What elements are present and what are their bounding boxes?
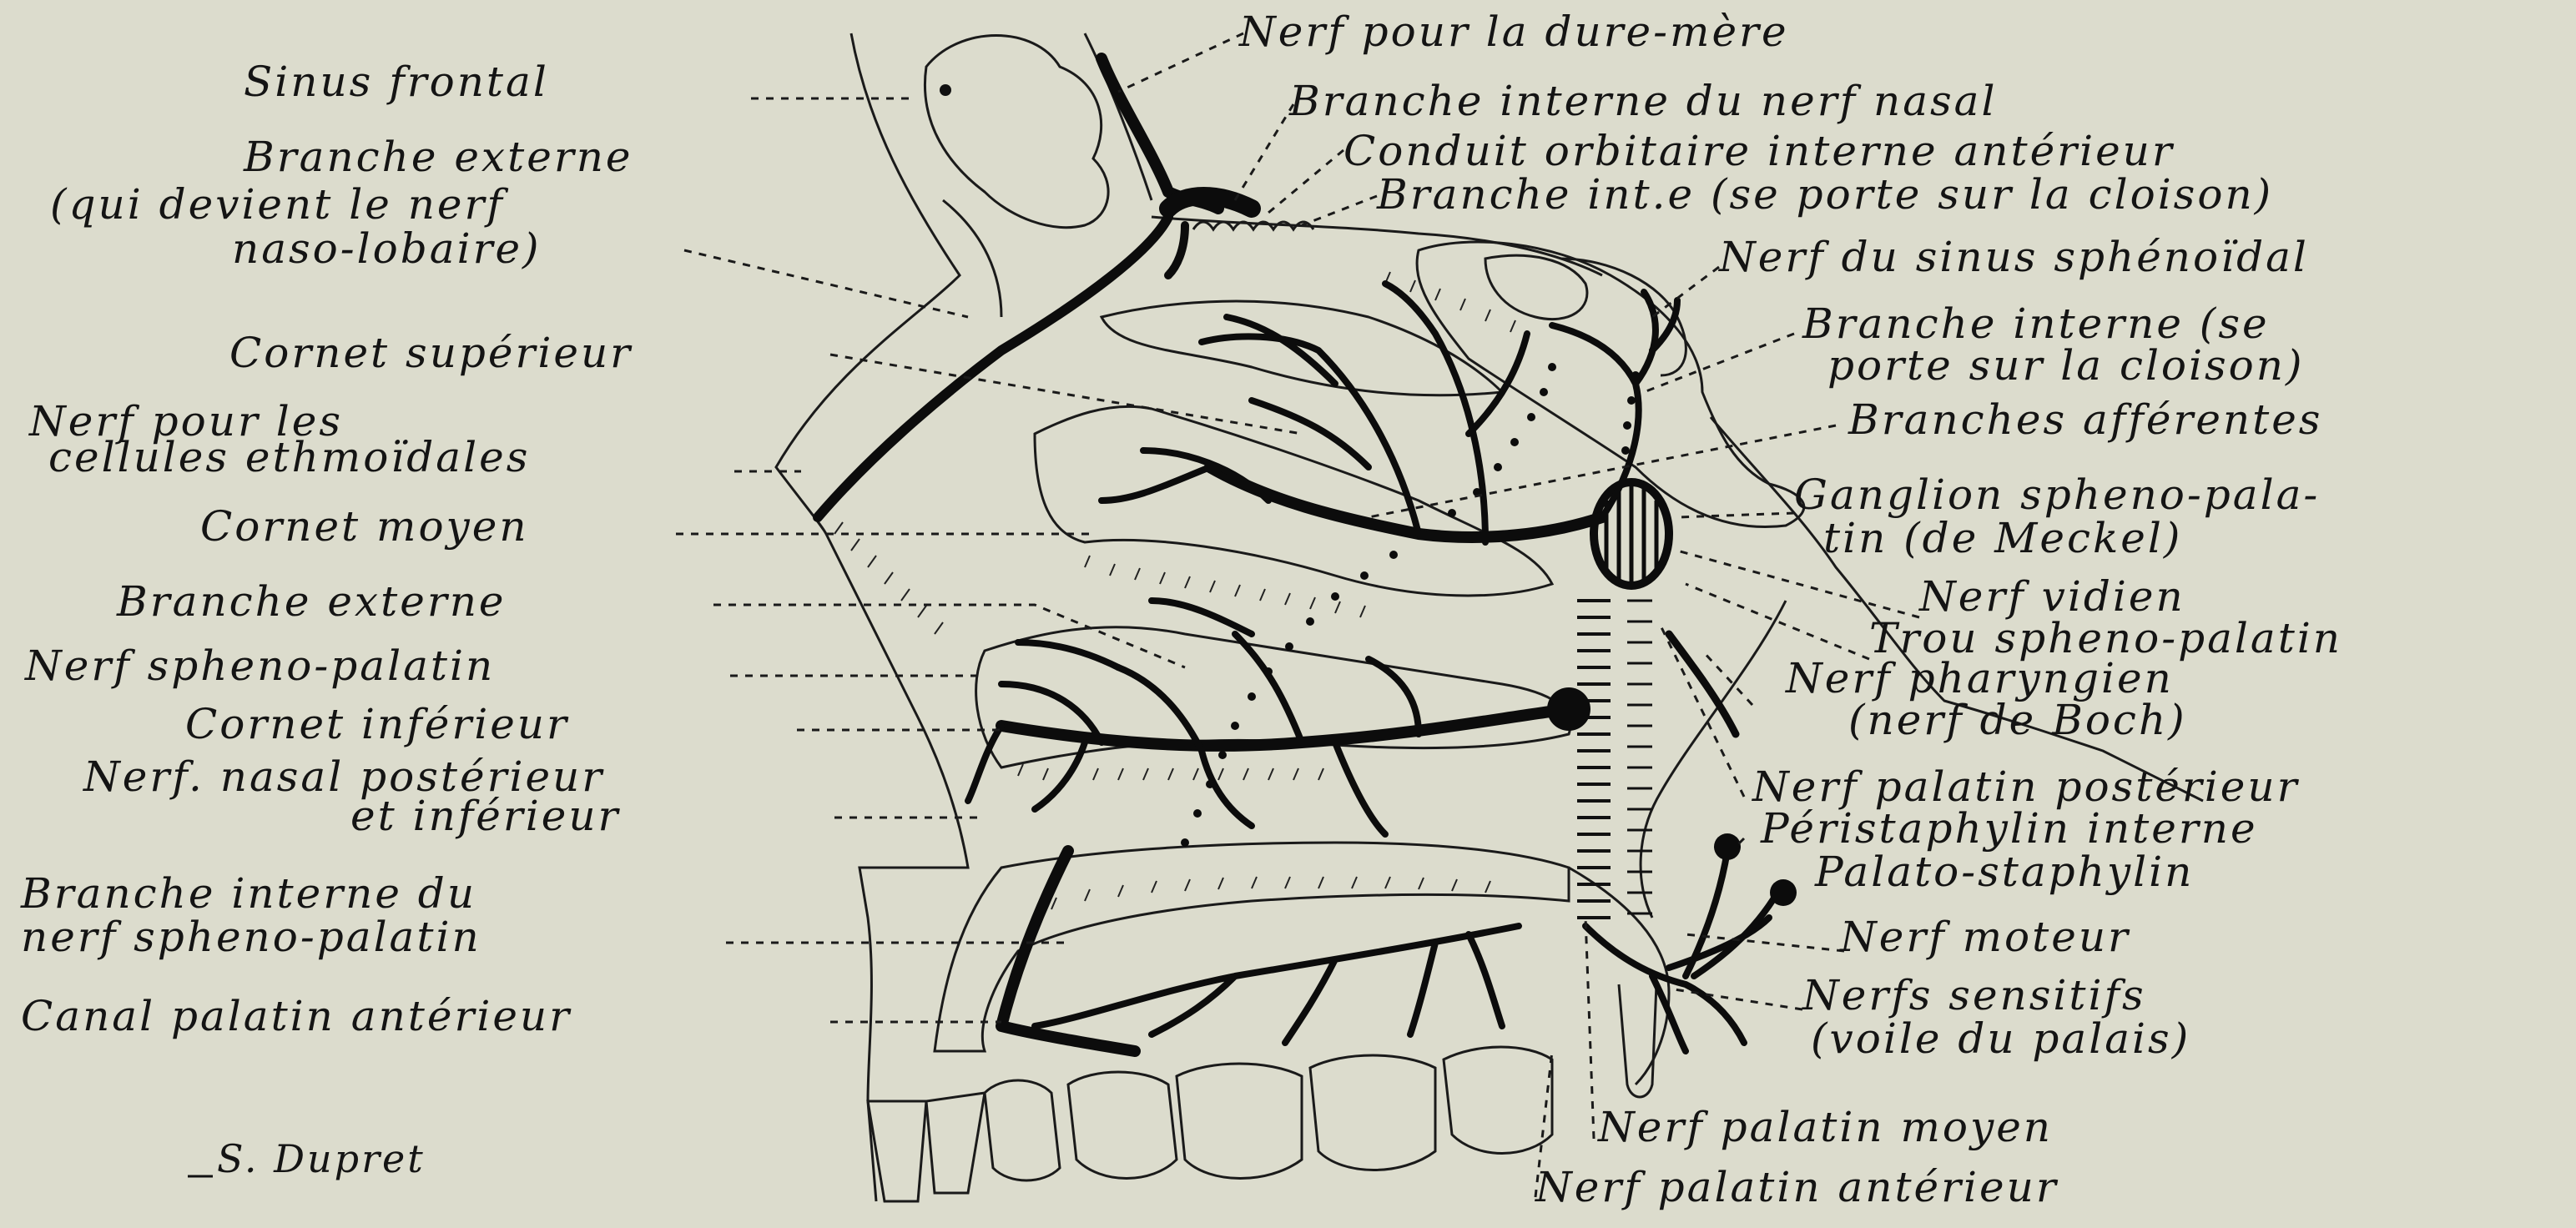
label-palato-staphylin: Palato-staphylin bbox=[1814, 848, 2194, 896]
label-nerfs-sensitifs-1: Nerfs sensitifs bbox=[1802, 971, 2146, 1019]
labels-left: Sinus frontal Branche externe (qui devie… bbox=[20, 58, 633, 1040]
label-nerf-sinus-sphenoidal: Nerf du sinus sphénoïdal bbox=[1718, 233, 2309, 281]
hatching bbox=[834, 272, 1515, 909]
dotted-pathways bbox=[1181, 363, 1640, 847]
label-nerf-nasal-2: et inférieur bbox=[350, 792, 621, 840]
label-branche-externe-2: Branche externe bbox=[116, 577, 507, 626]
label-branche-interne-sp-1: Branche interne du bbox=[20, 869, 476, 918]
frontal-sinus bbox=[925, 36, 1108, 228]
label-branches-afferentes: Branches afférentes bbox=[1848, 395, 2322, 444]
label-branche-interne-se-2: porte sur la cloison) bbox=[1827, 341, 2305, 390]
label-branche-externe-1: Branche externe bbox=[243, 133, 633, 181]
label-ganglion-2: tin (de Meckel) bbox=[1823, 514, 2182, 562]
label-cornet-inferieur: Cornet inférieur bbox=[185, 700, 569, 748]
labels-right: Nerf pour la dure-mère Branche interne d… bbox=[1238, 8, 2342, 1211]
lower-nerve-branches bbox=[968, 601, 1590, 834]
label-nerf-palatin-ant: Nerf palatin antérieur bbox=[1535, 1163, 2059, 1211]
artist-signature: S. Dupret bbox=[217, 1136, 426, 1181]
label-conduit-orbitaire: Conduit orbitaire interne antérieur bbox=[1343, 127, 2175, 175]
sphenoidal-sinus bbox=[1417, 242, 1804, 527]
label-cornet-superieur: Cornet supérieur bbox=[229, 329, 633, 377]
label-sinus-frontal: Sinus frontal bbox=[244, 58, 549, 106]
label-nerf-pharyngien-2: (nerf de Boch) bbox=[1848, 696, 2187, 744]
label-branche-inte: Branche int.e (se porte sur la cloison) bbox=[1376, 170, 2273, 219]
teeth bbox=[868, 1047, 1552, 1201]
signature: S. Dupret bbox=[188, 1136, 426, 1181]
label-ganglion-1: Ganglion spheno-pala- bbox=[1794, 471, 2320, 519]
label-nerf-palatin-moyen: Nerf palatin moyen bbox=[1597, 1103, 2053, 1151]
label-cornet-moyen: Cornet moyen bbox=[200, 502, 529, 551]
label-peristaphylin: Péristaphylin interne bbox=[1760, 804, 2258, 853]
label-nerfs-sensitifs-2: (voile du palais) bbox=[1811, 1014, 2190, 1063]
skull-outline bbox=[776, 33, 968, 1101]
label-nerf-dure-mere: Nerf pour la dure-mère bbox=[1238, 8, 1789, 56]
label-qui-devient-2: naso-lobaire) bbox=[232, 224, 542, 273]
sphenopalatine-ganglion bbox=[1594, 482, 1669, 586]
label-qui-devient-1: (qui devient le nerf bbox=[50, 180, 508, 229]
label-canal-palatin: Canal palatin antérieur bbox=[21, 992, 572, 1040]
label-branche-interne-sp-2: nerf spheno-palatin bbox=[21, 913, 481, 961]
upper-nerve-branches bbox=[1101, 284, 1677, 542]
label-nerf-cellules-2: cellules ethmoïdales bbox=[48, 433, 530, 481]
label-branche-interne-nasal: Branche interne du nerf nasal bbox=[1288, 77, 1997, 125]
label-nerf-spheno-palatin: Nerf spheno-palatin bbox=[24, 642, 495, 690]
label-nerf-moteur: Nerf moteur bbox=[1839, 913, 2130, 961]
